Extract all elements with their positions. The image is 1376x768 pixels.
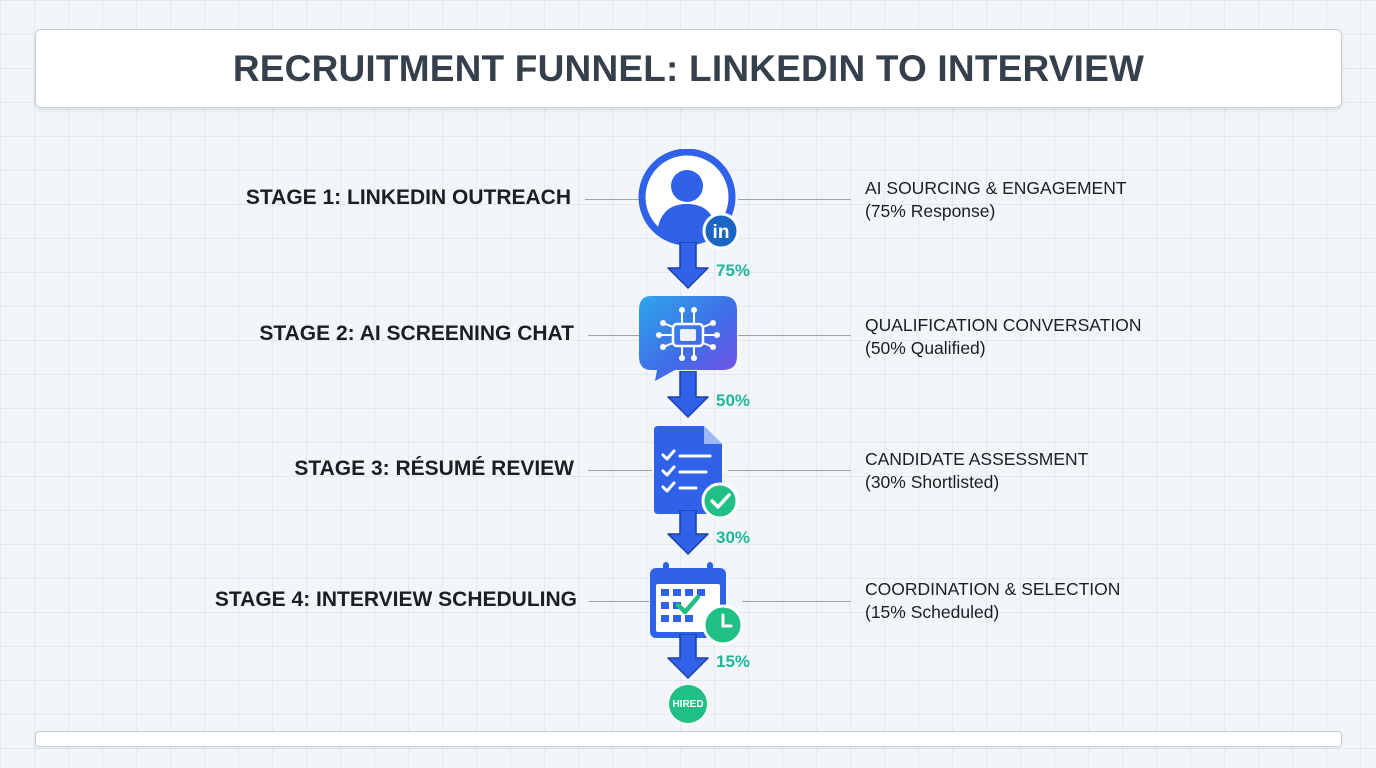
stage-4-label-wrap: STAGE 4: INTERVIEW SCHEDULING <box>0 588 577 616</box>
stage-4-label: STAGE 4: INTERVIEW SCHEDULING <box>214 588 577 611</box>
stage-1-right-connector <box>738 199 851 200</box>
ai-chip-chat-icon <box>639 296 737 381</box>
stage-1-desc-detail: (75% Response) <box>865 201 996 221</box>
stage-2-right-connector <box>738 335 851 336</box>
page-title: RECRUITMENT FUNNEL: LINKEDIN TO INTERVIE… <box>232 47 1145 89</box>
stage-3-left-connector <box>588 470 652 471</box>
stage-3-description: CANDIDATE ASSESSMENT (30% Shortlisted) <box>865 448 1088 494</box>
stage-4-desc-title: COORDINATION & SELECTION <box>865 579 1121 599</box>
stage-4-right-connector <box>742 601 851 602</box>
user-profile-icon: in <box>638 149 740 250</box>
hired-badge: HIRED <box>669 685 707 723</box>
stage-2-description: QUALIFICATION CONVERSATION (50% Qualifie… <box>865 314 1141 360</box>
resume-check-icon <box>654 426 739 518</box>
stage-2-label-wrap: STAGE 2: AI SCREENING CHAT <box>0 322 574 350</box>
stage-3-right-connector <box>728 470 851 471</box>
stage-3-label-wrap: STAGE 3: RÉSUMÉ REVIEW <box>0 457 574 485</box>
stage-1-desc-title: AI SOURCING & ENGAGEMENT <box>865 178 1127 198</box>
stage-4-description: COORDINATION & SELECTION (15% Scheduled) <box>865 578 1120 624</box>
arrow-down-2 <box>667 371 709 418</box>
arrow-down-4 <box>667 634 709 679</box>
conversion-1: 75% <box>716 261 751 280</box>
title-box: RECRUITMENT FUNNEL: LINKEDIN TO INTERVIE… <box>35 29 1342 108</box>
stage-3-desc-title: CANDIDATE ASSESSMENT <box>865 449 1089 469</box>
stage-2-desc-detail: (50% Qualified) <box>865 338 986 358</box>
conversion-2: 50% <box>716 391 751 410</box>
arrow-down-3 <box>667 510 709 555</box>
stage-1-left-connector <box>585 199 640 200</box>
conversion-3: 30% <box>716 528 751 547</box>
stage-2-left-connector <box>588 335 640 336</box>
bottom-bar <box>35 731 1342 747</box>
calendar-clock-icon <box>650 562 744 646</box>
arrow-down-1 <box>667 242 709 289</box>
hired-label: HIRED <box>672 698 704 710</box>
stage-2-desc-title: QUALIFICATION CONVERSATION <box>865 315 1142 335</box>
stage-1-description: AI SOURCING & ENGAGEMENT (75% Response) <box>865 177 1127 223</box>
stage-3-desc-detail: (30% Shortlisted) <box>865 472 1000 492</box>
stage-1-label: STAGE 1: LINKEDIN OUTREACH <box>245 186 571 209</box>
stage-1-label-wrap: STAGE 1: LINKEDIN OUTREACH <box>0 186 571 214</box>
stage-3-label: STAGE 3: RÉSUMÉ REVIEW <box>294 457 574 480</box>
conversion-4: 15% <box>716 652 751 671</box>
stage-4-left-connector <box>589 601 649 602</box>
stage-4-desc-detail: (15% Scheduled) <box>865 602 1000 622</box>
linkedin-badge-text: in <box>713 222 730 243</box>
stage-2-label: STAGE 2: AI SCREENING CHAT <box>259 322 574 345</box>
